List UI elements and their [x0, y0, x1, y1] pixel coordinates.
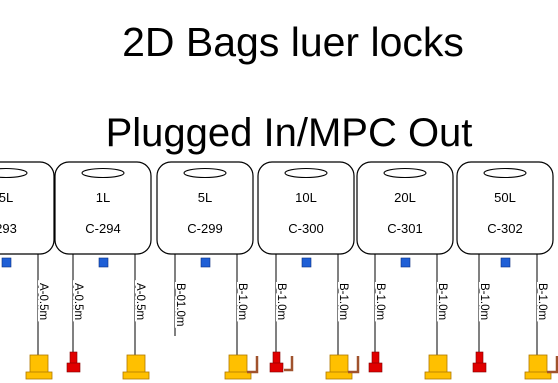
- bag-4-tube-2-yellow-connector-base: [325, 371, 353, 380]
- bag-5-code-label: C-301: [387, 221, 422, 236]
- bag-4-tube-1-red-plug: [272, 351, 281, 365]
- bag-2-tube-1-red-plug-base: [66, 362, 81, 373]
- bag-3-tube-2-yellow-connector-base: [224, 371, 252, 380]
- bag-2-code-label: C-294: [85, 221, 120, 236]
- bag-2-tube-1-length-label: A-0.5m: [72, 283, 84, 320]
- bag-4-tube-1-length-label: B-1.0m: [275, 283, 287, 320]
- bag-3-tube-2-yellow-connector: [228, 354, 248, 374]
- bag-1-tube-2-length-label: A-0.5m: [37, 283, 49, 320]
- bag-2-blue-port: [98, 257, 109, 268]
- bag-6-tube-1-length-label: B-1.0m: [478, 283, 490, 320]
- bag-5: [356, 161, 454, 255]
- bag-6-code-label: C-302: [487, 221, 522, 236]
- slide-subtitle: Plugged In/MPC Out: [105, 111, 473, 155]
- bag-3-blue-port: [200, 257, 211, 268]
- bag-1-hanger-slot: [0, 167, 28, 179]
- bag-6-tube-1-red-plug-base: [472, 362, 487, 373]
- bag-6-tube-2-brown-clip: [547, 356, 558, 374]
- bag-1-blue-port: [1, 257, 12, 268]
- bag-6-hanger-slot: [483, 167, 527, 179]
- bag-1-volume-label: 5L: [0, 190, 13, 205]
- bag-3: [156, 161, 254, 255]
- bag-2: [54, 161, 152, 255]
- bag-5-tube-2-yellow-connector-base: [424, 371, 452, 380]
- bag-3-code-label: C-299: [187, 221, 222, 236]
- bag-4-tube-2-length-label: B-1.0m: [337, 283, 349, 320]
- bag-6-tube-2-yellow-connector-base: [524, 371, 552, 380]
- bag-5-blue-port: [400, 257, 411, 268]
- bag-4-blue-port: [301, 257, 312, 268]
- bag-2-tube-1-red-plug: [69, 351, 78, 365]
- bag-1: [0, 161, 55, 255]
- bag-5-hanger-slot: [383, 167, 427, 179]
- bag-4-tube-1-brown-clip: [284, 356, 294, 372]
- bag-2-hanger-slot: [81, 167, 125, 179]
- bag-4: [257, 161, 355, 255]
- bag-3-tube-1-length-label: B-01.0m: [174, 283, 186, 326]
- bag-2-tube-2-yellow-connector: [126, 354, 146, 374]
- bag-3-hanger-slot: [183, 167, 227, 179]
- bag-6-tube-2-length-label: B-1.0m: [536, 283, 548, 320]
- bag-5-tube-2-yellow-connector: [428, 354, 448, 374]
- bag-5-volume-label: 20L: [394, 190, 416, 205]
- bag-4-tube-2-yellow-connector: [329, 354, 349, 374]
- bag-6: [456, 161, 554, 255]
- bag-5-tube-1-length-label: B-1.0m: [374, 283, 386, 320]
- bag-4-tube-2-brown-clip: [348, 356, 360, 374]
- bag-3-tube-2-length-label: B-1.0m: [236, 283, 248, 320]
- bag-3-tube-2-brown-clip: [247, 356, 259, 374]
- bag-6-tube-2-yellow-connector: [528, 354, 548, 374]
- bag-2-volume-label: 1L: [96, 190, 110, 205]
- bag-4-tube-1-red-plug-base: [269, 362, 284, 373]
- bag-6-tube-1-red-plug: [475, 351, 484, 365]
- bag-2-tube-2-length-label: A-0.5m: [134, 283, 146, 320]
- bag-1-tube-2-yellow-connector: [29, 354, 49, 374]
- bag-3-volume-label: 5L: [198, 190, 212, 205]
- bag-5-tube-1-red-plug: [371, 351, 380, 365]
- bag-1-code-label: 293: [0, 221, 17, 236]
- bag-5-tube-2-length-label: B-1.0m: [436, 283, 448, 320]
- bag-1-tube-2-yellow-connector-base: [25, 371, 53, 380]
- bag-4-hanger-slot: [284, 167, 328, 179]
- slide-title: 2D Bags luer locks: [122, 19, 464, 65]
- bag-6-blue-port: [500, 257, 511, 268]
- bag-4-code-label: C-300: [288, 221, 323, 236]
- bag-4-volume-label: 10L: [295, 190, 317, 205]
- bag-5-tube-1-red-plug-base: [368, 362, 383, 373]
- bag-6-volume-label: 50L: [494, 190, 516, 205]
- bag-2-tube-2-yellow-connector-base: [122, 371, 150, 380]
